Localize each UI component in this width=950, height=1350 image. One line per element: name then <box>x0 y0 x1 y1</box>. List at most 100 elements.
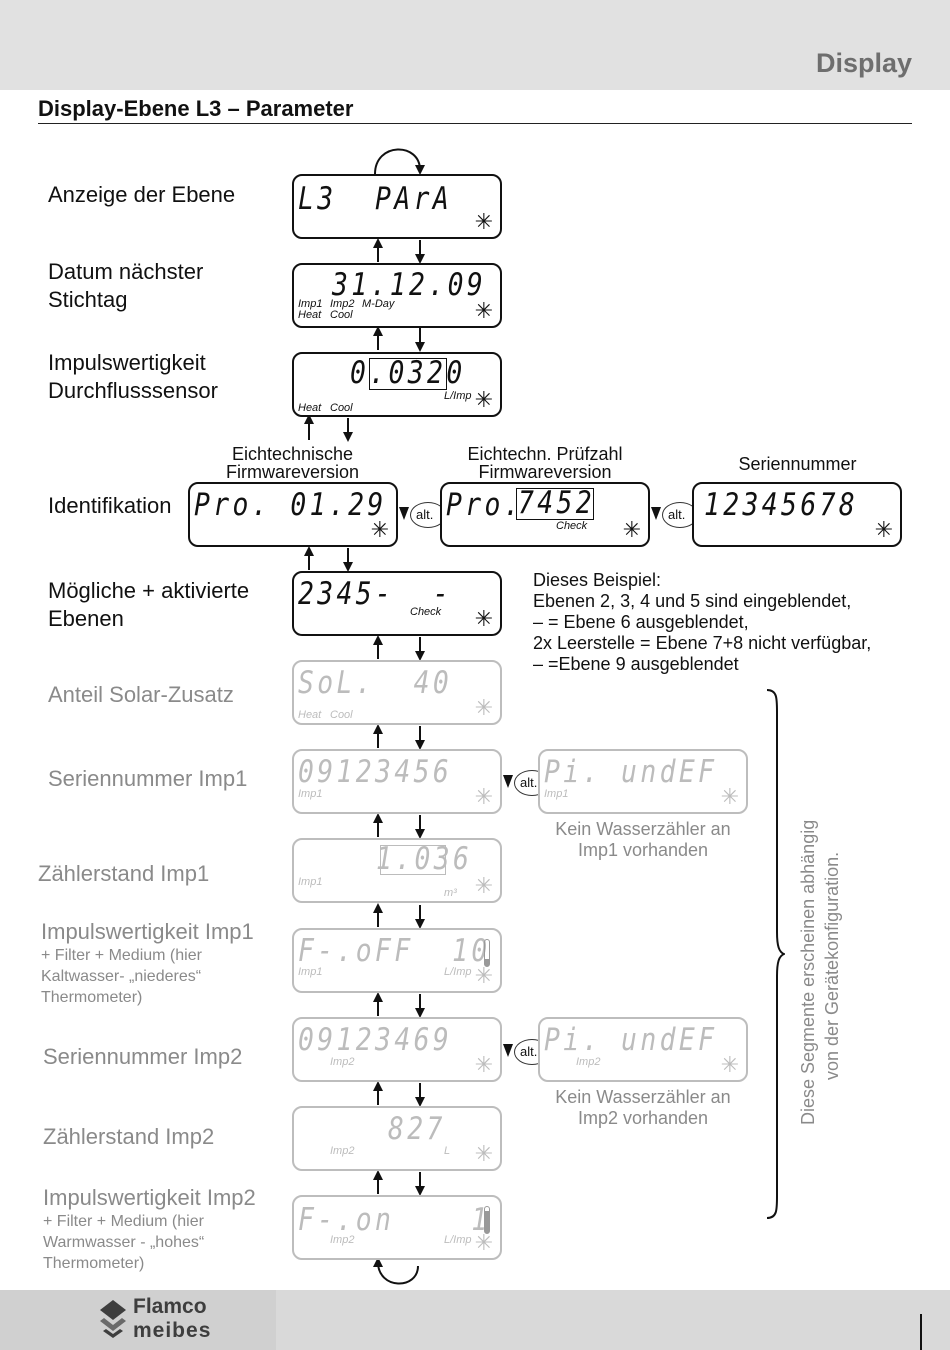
label-solar: Anteil Solar-Zusatz <box>48 682 234 707</box>
lcd-tag-heat: Heat <box>298 402 322 414</box>
sun-icon: ✳ <box>474 1052 493 1077</box>
lcd-text: SoL. 40 <box>298 665 453 701</box>
sun-icon: ✳ <box>474 873 493 898</box>
lcd-pulse-imp2: F-.on 1 Imp2 L/Imp ✳ <box>292 1195 502 1260</box>
label-pulse-imp2: Impulswertigkeit Imp2 <box>43 1185 256 1210</box>
sun-icon: ✳ <box>874 517 893 542</box>
lcd-text: F-.on 1 <box>298 1202 491 1238</box>
lcd-pulse-value: 0.0320 L/Imp Heat Cool ✳ <box>292 352 502 417</box>
alt-label: alt. <box>668 507 686 522</box>
brand-name-2: meibes <box>133 1319 212 1342</box>
caption-no-meter-imp2-2: Imp2 vorhanden <box>577 1108 709 1128</box>
label-pulse-imp2-sub-2: Warmwasser - „hohes“ <box>43 1234 205 1251</box>
lcd-text: Pi. undEF <box>544 754 718 790</box>
lcd-text: Pro. 01.29 <box>194 487 387 523</box>
lcd-unit: L/Imp <box>444 390 472 402</box>
sun-icon: ✳ <box>370 517 389 542</box>
lcd-text: F-.oFF 10 <box>298 933 491 969</box>
lcd-firmware: Pro. 01.29 ✳ <box>188 482 398 547</box>
lcd-tag-cool: Cool <box>330 309 353 321</box>
lcd-level-l3: L3 PArA ✳ <box>292 174 502 239</box>
label-pulse-2: Durchflusssensor <box>48 378 218 403</box>
caption-firmware-1: Eichtechnische <box>231 444 354 464</box>
lcd-text: Pi. undEF <box>544 1022 718 1058</box>
lcd-text-value: 7452 <box>518 485 596 521</box>
note-line-3: – = Ebene 6 ausgeblendet, <box>533 612 749 632</box>
down-arrow-icon <box>503 1044 513 1057</box>
sun-icon: ✳ <box>474 1230 493 1255</box>
vertical-note-line-2: von der Gerätekonfiguration. <box>822 851 842 1080</box>
down-arrow-icon <box>651 507 661 520</box>
lcd-text: 09123456 <box>298 754 453 790</box>
down-arrow-icon <box>399 507 409 520</box>
lcd-undef-imp2: Pi. undEF Imp2 ✳ <box>538 1017 748 1082</box>
page-marker <box>920 1314 922 1350</box>
thermometer-low-icon <box>484 939 490 967</box>
lcd-frame <box>516 488 594 520</box>
footer-logo-area <box>0 1290 276 1350</box>
label-levels-1: Mögliche + aktivierte <box>48 578 250 603</box>
lcd-tag-imp2: Imp2 <box>330 1056 355 1068</box>
label-count-imp1: Zählerstand Imp1 <box>38 861 210 886</box>
down-arrow-icon <box>503 775 513 788</box>
label-pulse-1: Impulswertigkeit <box>48 350 206 375</box>
label-pulse-imp2-sub-3: Thermometer) <box>43 1255 145 1272</box>
lcd-tag-imp2: Imp2 <box>330 1145 355 1157</box>
label-pulse-imp1: Impulswertigkeit Imp1 <box>41 919 254 944</box>
sun-icon: ✳ <box>474 606 493 631</box>
label-pulse-imp2-sub-1: + Filter + Medium (hier <box>43 1213 204 1230</box>
lcd-unit: L/Imp <box>444 966 472 978</box>
lcd-tag-imp1: Imp1 <box>298 966 323 978</box>
lcd-serial-imp2: 09123469 Imp2 ✳ <box>292 1017 502 1082</box>
lcd-unit: L <box>444 1145 451 1157</box>
label-pulse-imp1-sub-2: Kaltwasser- „niederes“ <box>41 968 202 985</box>
note-line-1: Dieses Beispiel: <box>533 570 662 590</box>
note-line-2: Ebenen 2, 3, 4 und 5 sind eingeblendet, <box>533 591 852 611</box>
vertical-note-line-1: Diese Segmente erscheinen abhängig <box>798 819 818 1125</box>
lcd-text: 09123469 <box>298 1022 453 1058</box>
lcd-pulse-imp1: F-.oFF 10 Imp1 L/Imp ✳ <box>292 928 502 993</box>
caption-checksum-2: Firmwareversion <box>478 462 612 482</box>
lcd-tag-imp2: Imp2 <box>330 298 355 310</box>
sun-icon: ✳ <box>622 517 641 542</box>
alt-label: alt. <box>520 775 538 790</box>
lcd-tag-imp1: Imp1 <box>298 788 323 800</box>
lcd-text: 31.12.09 <box>332 267 487 303</box>
label-pulse-imp1-sub-1: + Filter + Medium (hier <box>41 947 202 964</box>
lcd-unit: L/Imp <box>444 1234 472 1246</box>
lcd-text: 0.0320 <box>350 355 466 391</box>
lcd-check: Check <box>556 520 588 532</box>
lcd-undef-imp1: Pi. undEF Imp1 ✳ <box>538 749 748 814</box>
sun-icon: ✳ <box>474 1141 493 1166</box>
lcd-checksum: Pro. 7452 Check ✳ <box>440 482 650 547</box>
lcd-tag-imp2: Imp2 <box>330 1234 355 1246</box>
brand-name-1: Flamco <box>133 1295 207 1318</box>
section-title: Display <box>815 48 912 78</box>
lcd-unit: m³ <box>444 887 457 899</box>
lcd-serial: 12345678 ✳ <box>692 482 902 547</box>
label-serial-imp2: Seriennummer Imp2 <box>43 1044 243 1069</box>
label-level: Anzeige der Ebene <box>48 182 236 207</box>
lcd-text: 2345- - <box>298 576 453 612</box>
lcd-text: 12345678 <box>704 487 859 523</box>
lcd-tag-heat: Heat <box>298 309 322 321</box>
lcd-text: 1.036 <box>376 841 473 877</box>
caption-no-meter-imp2-1: Kein Wasserzähler an <box>555 1087 731 1107</box>
caption-no-meter-imp1-2: Imp1 vorhanden <box>577 840 709 860</box>
lcd-tag-cool: Cool <box>330 402 353 414</box>
lcd-solar: SoL. 40 Heat Cool ✳ <box>292 660 502 725</box>
lcd-frame <box>380 845 446 875</box>
brace-icon <box>766 689 785 1219</box>
caption-serial: Seriennummer <box>738 454 857 474</box>
label-date-1: Datum nächster <box>48 259 204 284</box>
sun-icon: ✳ <box>474 963 493 988</box>
lcd-check: Check <box>410 606 442 618</box>
lcd-tag-imp2: Imp2 <box>576 1056 601 1068</box>
note-line-4: 2x Leerstelle = Ebene 7+8 nicht verfügba… <box>533 633 872 653</box>
label-levels-2: Ebenen <box>48 606 124 631</box>
lcd-serial-imp1: 09123456 Imp1 ✳ <box>292 749 502 814</box>
lcd-date: 31.12.09 Imp1 Imp2 M-Day Heat Cool ✳ <box>292 263 502 328</box>
title-rule <box>38 123 912 124</box>
lcd-text: 827 <box>388 1111 446 1147</box>
